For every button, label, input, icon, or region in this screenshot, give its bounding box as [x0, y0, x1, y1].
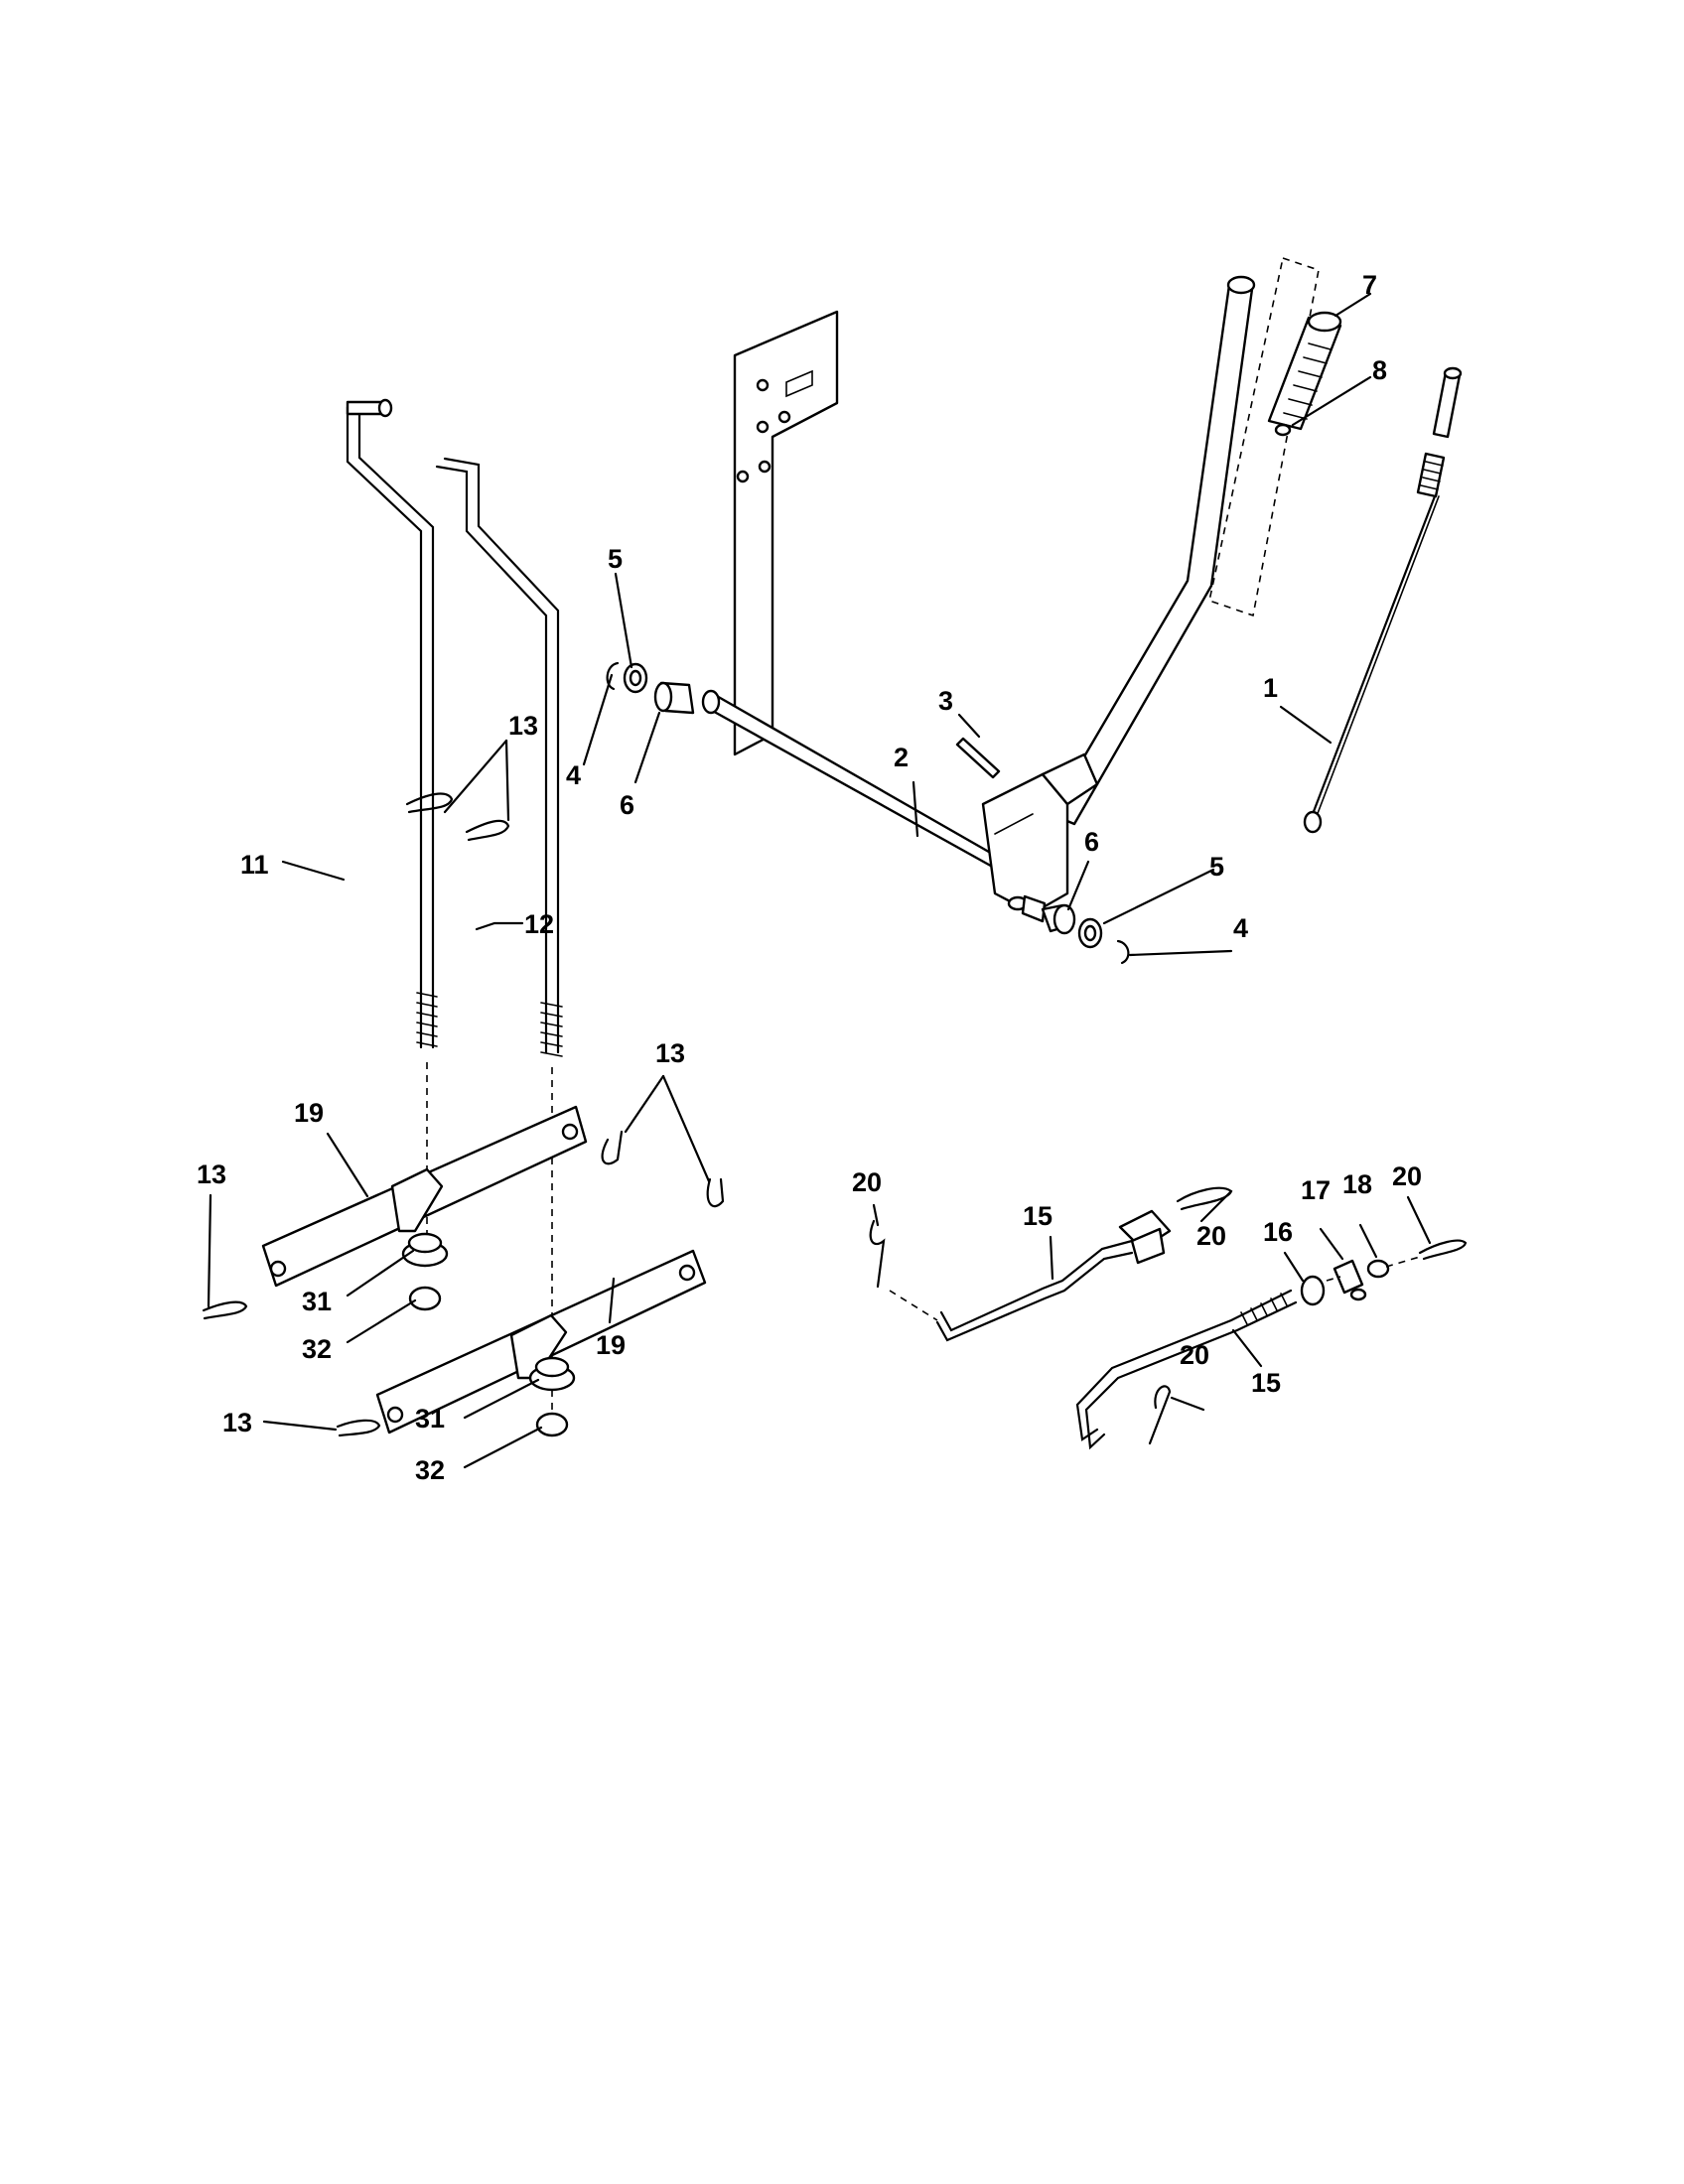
hairpin-clip-13-c [601, 1130, 624, 1165]
callout-20-a: 20 [852, 1167, 882, 1197]
callout-13-d: 13 [222, 1408, 252, 1437]
callout-19-upper: 19 [294, 1098, 324, 1128]
callout-17: 17 [1301, 1175, 1331, 1205]
callout-20-d: 20 [1180, 1340, 1209, 1370]
callout-13-b: 13 [655, 1038, 685, 1068]
flange-nut-31-upper [401, 1232, 449, 1268]
alignment-lines [889, 1256, 1421, 1321]
handle-bracket [981, 752, 1099, 915]
callout-7: 7 [1362, 270, 1377, 300]
callout-1: 1 [1263, 673, 1278, 703]
callout-5-left: 5 [608, 544, 623, 574]
jam-nut-16 [1300, 1275, 1326, 1306]
hairpin-clip-20-c [1418, 1239, 1468, 1261]
callout-16: 16 [1263, 1217, 1293, 1247]
bushing-6-right [1041, 903, 1076, 935]
hairpin-clip-20-d [1148, 1385, 1172, 1445]
callout-8: 8 [1372, 355, 1387, 385]
hex-nut-32-upper [408, 1286, 442, 1311]
callout-15-upper: 15 [1023, 1201, 1052, 1231]
hex-nut-32-lower [535, 1412, 569, 1437]
callout-2: 2 [894, 743, 909, 772]
hairpin-clip-13-e [202, 1300, 248, 1320]
shaft-end-right [1021, 894, 1047, 923]
callout-32-lower: 32 [415, 1455, 445, 1485]
trunnion-17 [1333, 1259, 1367, 1301]
callout-11: 11 [240, 850, 269, 880]
callout-18: 18 [1342, 1169, 1372, 1199]
callout-32-upper: 32 [302, 1334, 332, 1364]
release-rod-1 [1303, 366, 1463, 834]
lift-handle [1049, 275, 1256, 826]
lift-link-12 [435, 457, 563, 1057]
callout-6-right: 6 [1084, 827, 1099, 857]
nut-18 [1366, 1259, 1390, 1279]
callout-labels: 7 8 1 5 4 6 3 2 6 5 4 13 11 12 13 19 13 … [197, 270, 1422, 1485]
hairpin-clip-13-b [465, 819, 510, 842]
callout-13-c: 13 [197, 1160, 226, 1189]
callout-6-left: 6 [620, 790, 634, 820]
leader-lines [207, 292, 1432, 1469]
flange-nut-31-lower [528, 1356, 576, 1392]
handle-phantom-outline [1208, 256, 1320, 617]
lift-arm-19-lower [375, 1249, 707, 1434]
callout-15-lower: 15 [1251, 1368, 1281, 1398]
callout-31-lower: 31 [415, 1404, 445, 1433]
e-clip-4-left [606, 661, 620, 691]
callout-3: 3 [938, 686, 953, 716]
lift-link-11 [346, 398, 438, 1049]
spring-pin-3 [955, 737, 1001, 779]
hairpin-clip-20-a [869, 1219, 886, 1289]
push-button-8 [1274, 423, 1292, 437]
hairpin-clip-13-a [405, 792, 454, 814]
callout-13-a: 13 [508, 711, 538, 741]
callout-4-right: 4 [1233, 913, 1248, 943]
washer-5-left [623, 662, 648, 694]
callout-20-b: 20 [1196, 1221, 1226, 1251]
callout-12: 12 [524, 909, 554, 939]
callout-4-left: 4 [566, 760, 581, 790]
hairpin-clip-13-f [336, 1419, 381, 1437]
adjustment-rod-15-lower [1075, 1289, 1298, 1450]
lift-shaft [701, 689, 1007, 876]
mounting-plate [733, 310, 839, 756]
callout-20-c: 20 [1392, 1161, 1422, 1191]
callout-19-lower: 19 [596, 1330, 626, 1360]
callout-5-right: 5 [1209, 852, 1224, 882]
bushing-6-left [653, 681, 695, 715]
handle-grip-7 [1267, 311, 1342, 431]
lift-arm-19-upper [261, 1105, 588, 1288]
e-clip-4-right [1116, 939, 1130, 965]
callout-31-upper: 31 [302, 1287, 332, 1316]
washer-5-right [1077, 917, 1103, 949]
adjustment-rod-15-upper [935, 1209, 1172, 1342]
hairpin-clip-13-d [706, 1177, 725, 1208]
